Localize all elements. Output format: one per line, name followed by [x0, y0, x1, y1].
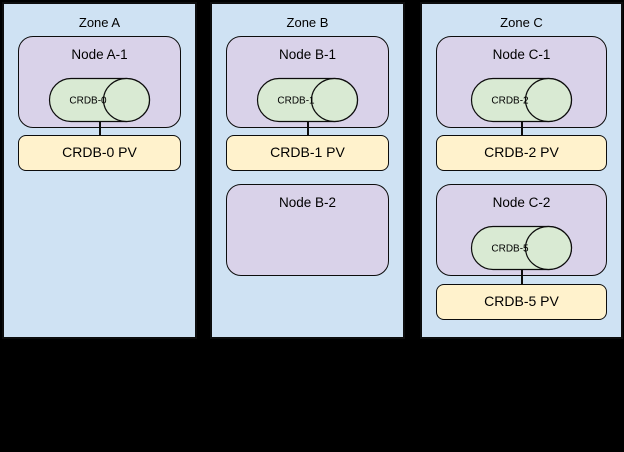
connector-line-b1: [306, 121, 309, 137]
connector-line-a1: [98, 121, 101, 137]
cylinder-end-cap: [102, 77, 150, 123]
node-c1: Node C-1 CRDB-2: [436, 36, 607, 128]
zone-b-label: Zone B: [286, 15, 329, 30]
cylinder-shape: CRDB-5: [470, 225, 572, 271]
crdb-2-pv-label: CRDB-2 PV: [484, 144, 559, 160]
crdb-5-pv-label: CRDB-5 PV: [484, 293, 559, 309]
crdb-2-label: CRDB-2: [491, 96, 529, 107]
crdb-5-cylinder: CRDB-5: [470, 225, 574, 271]
zone-a: Zone A Node A-1 CRDB-0 CRDB-0 PV: [2, 2, 197, 339]
crdb-0-cylinder: CRDB-0: [48, 77, 152, 123]
cylinder-end-cap: [310, 77, 358, 123]
crdb-0-pv-label: CRDB-0 PV: [62, 144, 137, 160]
node-a1-label: Node A-1: [71, 47, 128, 62]
node-c2-label: Node C-2: [492, 195, 551, 210]
node-b2-label: Node B-2: [278, 195, 337, 210]
zone-c-label: Zone C: [500, 15, 543, 30]
cylinder-shape: CRDB-1: [256, 77, 358, 123]
cylinder-shape: CRDB-2: [470, 77, 572, 123]
crdb-5-pv: CRDB-5 PV: [436, 284, 607, 320]
zone-c: Zone C Node C-1 CRDB-2 CRDB-2 PV Node C-…: [420, 2, 623, 339]
zone-a-label: Zone A: [78, 15, 121, 30]
crdb-0-label: CRDB-0: [69, 96, 107, 107]
crdb-1-cylinder: CRDB-1: [256, 77, 360, 123]
node-a1: Node A-1 CRDB-0: [18, 36, 181, 128]
cylinder-end-cap: [524, 225, 572, 271]
node-b1-label: Node B-1: [278, 47, 337, 62]
crdb-2-cylinder: CRDB-2: [470, 77, 574, 123]
node-b2: Node B-2: [226, 184, 389, 276]
crdb-1-pv-label: CRDB-1 PV: [270, 144, 345, 160]
zone-b: Zone B Node B-1 CRDB-1 CRDB-1 PV Node B-…: [210, 2, 405, 339]
connector-line-c1: [520, 121, 523, 137]
node-b1: Node B-1 CRDB-1: [226, 36, 389, 128]
crdb-1-label: CRDB-1: [277, 96, 315, 107]
crdb-0-pv: CRDB-0 PV: [18, 135, 181, 171]
cylinder-shape: CRDB-0: [48, 77, 150, 123]
connector-line-c2: [520, 269, 523, 286]
cylinder-end-cap: [524, 77, 572, 123]
node-c2: Node C-2 CRDB-5: [436, 184, 607, 276]
node-c1-label: Node C-1: [492, 47, 551, 62]
crdb-2-pv: CRDB-2 PV: [436, 135, 607, 171]
crdb-1-pv: CRDB-1 PV: [226, 135, 389, 171]
crdb-5-label: CRDB-5: [491, 244, 529, 255]
